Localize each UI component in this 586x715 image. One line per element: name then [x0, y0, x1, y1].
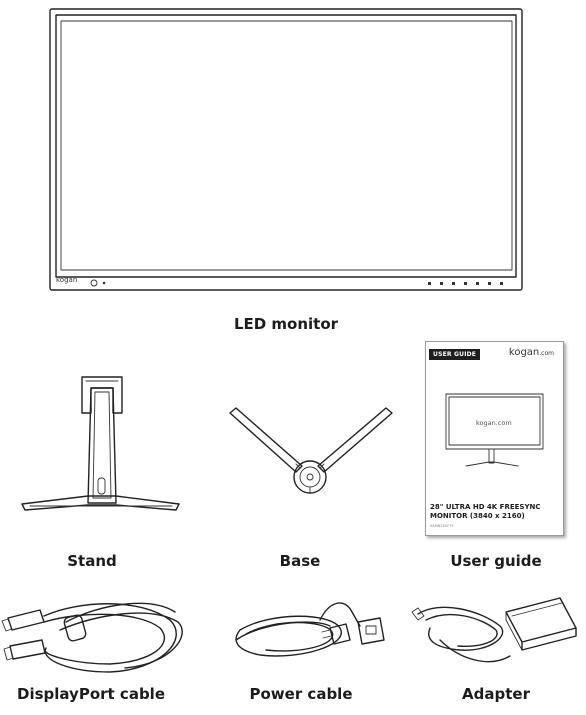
user-guide-label: User guide [450, 552, 542, 570]
adapter-label: Adapter [462, 685, 530, 703]
monitor-brand-logo: kogan [56, 276, 78, 284]
power-cable-label: Power cable [249, 685, 353, 703]
user-guide-badge: USER GUIDE [429, 349, 481, 360]
user-guide-title: 28" ULTRA HD 4K FREESYNC MONITOR (3840 x… [430, 503, 560, 521]
user-guide-brand-suffix: .com [539, 350, 554, 357]
stand-label: Stand [67, 552, 117, 570]
user-guide-brand-name: kogan [508, 347, 540, 358]
monitor-label: LED monitor [233, 315, 339, 333]
user-guide-title-line1: 28" ULTRA HD 4K FREESYNC [430, 503, 541, 511]
base-label: Base [279, 552, 321, 570]
displayport-cable-label: DisplayPort cable [17, 685, 165, 703]
monitor-illustration [49, 8, 523, 291]
user-guide-title-line2: MONITOR (3840 x 2160) [430, 512, 525, 520]
user-guide-booklet: USER GUIDE kogan.com 28" ULTRA HD 4K FRE… [425, 341, 564, 536]
user-guide-brand-logo: kogan.com [509, 347, 554, 358]
user-guide-monitor-brand: kogan.com [476, 419, 512, 427]
user-guide-model: KAMN28UF7E [430, 524, 454, 528]
